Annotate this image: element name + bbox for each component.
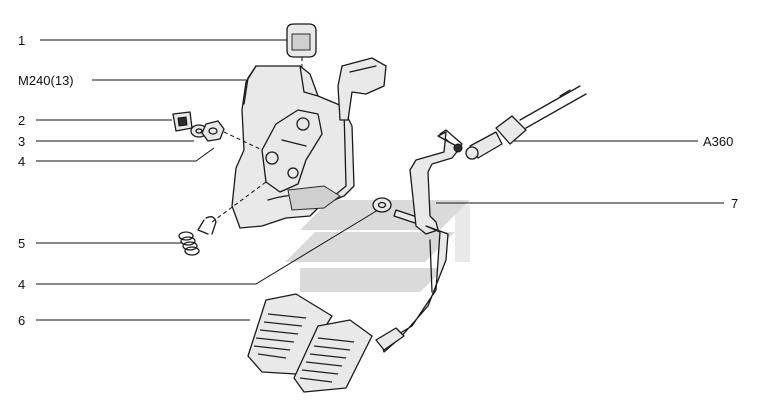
pad-2-ribs — [299, 337, 355, 383]
part-4-washer-lower — [372, 197, 421, 225]
callout-labels: 1 M240(13) 2 3 4 5 4 6 A360 7 — [18, 33, 738, 328]
leader-lines — [36, 39, 724, 321]
callout-3: 3 — [18, 134, 25, 149]
part-7-accelerator-lever — [375, 129, 463, 353]
part-6-pedal-pads — [247, 293, 373, 393]
callout-a360: A360 — [703, 134, 733, 149]
callout-5: 5 — [18, 236, 25, 251]
pedal-bracket-housing — [231, 57, 387, 229]
callout-6: 6 — [18, 313, 25, 328]
callout-4-upper: 4 — [18, 154, 25, 169]
callout-2: 2 — [18, 113, 25, 128]
pad-1-ribs — [253, 313, 307, 359]
a360-throttle-cable — [453, 85, 587, 160]
callout-1: 1 — [18, 33, 25, 48]
callout-m240: M240(13) — [18, 73, 74, 88]
callout-4-lower: 4 — [18, 277, 25, 292]
callout-7: 7 — [731, 196, 738, 211]
part-5-return-spring — [178, 181, 267, 256]
part-4-nut-upper — [201, 120, 263, 151]
part-2-clip — [172, 111, 193, 132]
